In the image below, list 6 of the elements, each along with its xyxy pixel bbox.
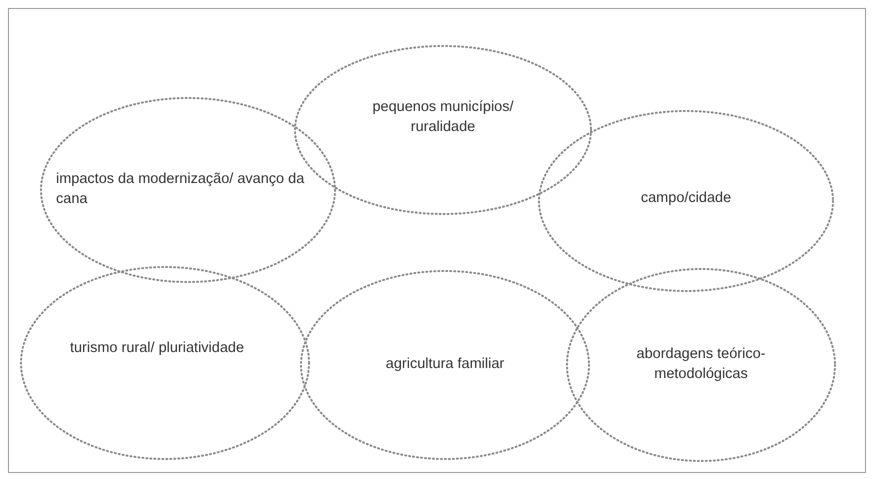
node-label: abordagens teórico-metodológicas [636, 345, 766, 384]
node-label: pequenos municípios/ ruralidade [371, 98, 515, 137]
node-label: agricultura familiar [386, 355, 504, 374]
node-label: campo/cidade [640, 189, 732, 208]
node-label: impactos da modernização/ avanço da cana [56, 170, 306, 209]
node-label: turismo rural/ pluriatividade [70, 339, 244, 358]
